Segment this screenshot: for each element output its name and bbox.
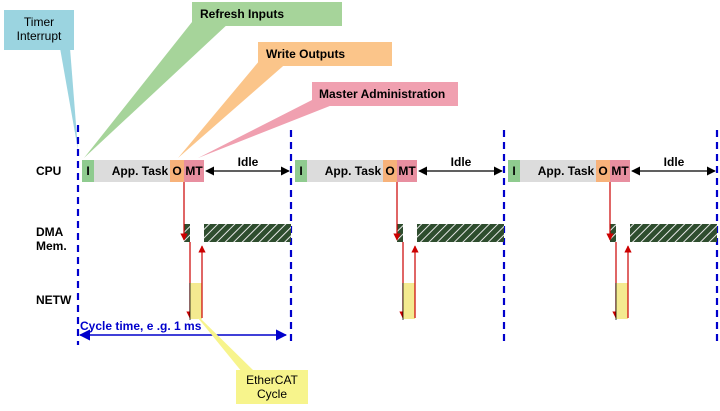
app-task-label: App. Task bbox=[112, 164, 169, 178]
master-task-label: MT bbox=[185, 164, 203, 178]
write-outputs-callout: Write Outputs bbox=[178, 42, 392, 158]
app-task-segment bbox=[94, 160, 186, 182]
master-task-segment bbox=[184, 160, 204, 182]
master-task-segment bbox=[610, 160, 630, 182]
dma-write-block bbox=[610, 224, 616, 242]
cycle-time-text: Cycle time, e .g. 1 ms bbox=[80, 319, 202, 333]
write-outputs-text: Write Outputs bbox=[266, 47, 345, 61]
app-task-label: App. Task bbox=[538, 164, 595, 178]
cycle-time-indicator: Cycle time, e .g. 1 ms bbox=[78, 319, 288, 341]
dma-read-block bbox=[417, 224, 504, 242]
dma-read-block bbox=[630, 224, 717, 242]
outputs-segment bbox=[170, 160, 184, 182]
dma-read-block bbox=[204, 224, 291, 242]
app-task-segment bbox=[520, 160, 612, 182]
refresh-inputs-text: Refresh Inputs bbox=[200, 7, 284, 21]
master-administration-callout: Master Administration bbox=[198, 82, 458, 158]
inputs-label: I bbox=[86, 164, 89, 178]
master-task-label: MT bbox=[398, 164, 416, 178]
netw-frame-block bbox=[616, 283, 628, 319]
master-task-segment bbox=[397, 160, 417, 182]
row-label-cpu: CPU bbox=[36, 164, 61, 178]
inputs-segment bbox=[82, 160, 94, 182]
netw-frame-block bbox=[403, 283, 415, 319]
dma-write-block bbox=[397, 224, 403, 242]
outputs-segment bbox=[383, 160, 397, 182]
outputs-label: O bbox=[172, 164, 181, 178]
row-label-netw: NETW bbox=[36, 293, 72, 307]
inputs-segment bbox=[508, 160, 520, 182]
idle-label: Idle bbox=[238, 155, 259, 169]
inputs-label: I bbox=[299, 164, 302, 178]
outputs-segment bbox=[596, 160, 610, 182]
inputs-label: I bbox=[512, 164, 515, 178]
outputs-label: O bbox=[598, 164, 607, 178]
idle-label: Idle bbox=[664, 155, 685, 169]
master-task-label: MT bbox=[611, 164, 629, 178]
refresh-inputs-callout: Refresh Inputs bbox=[84, 2, 342, 158]
outputs-label: O bbox=[385, 164, 394, 178]
idle-label: Idle bbox=[451, 155, 472, 169]
netw-frame-block bbox=[190, 283, 202, 319]
master-administration-text: Master Administration bbox=[319, 87, 445, 101]
dma-write-block bbox=[184, 224, 190, 242]
inputs-segment bbox=[295, 160, 307, 182]
app-task-label: App. Task bbox=[325, 164, 382, 178]
app-task-segment bbox=[307, 160, 399, 182]
